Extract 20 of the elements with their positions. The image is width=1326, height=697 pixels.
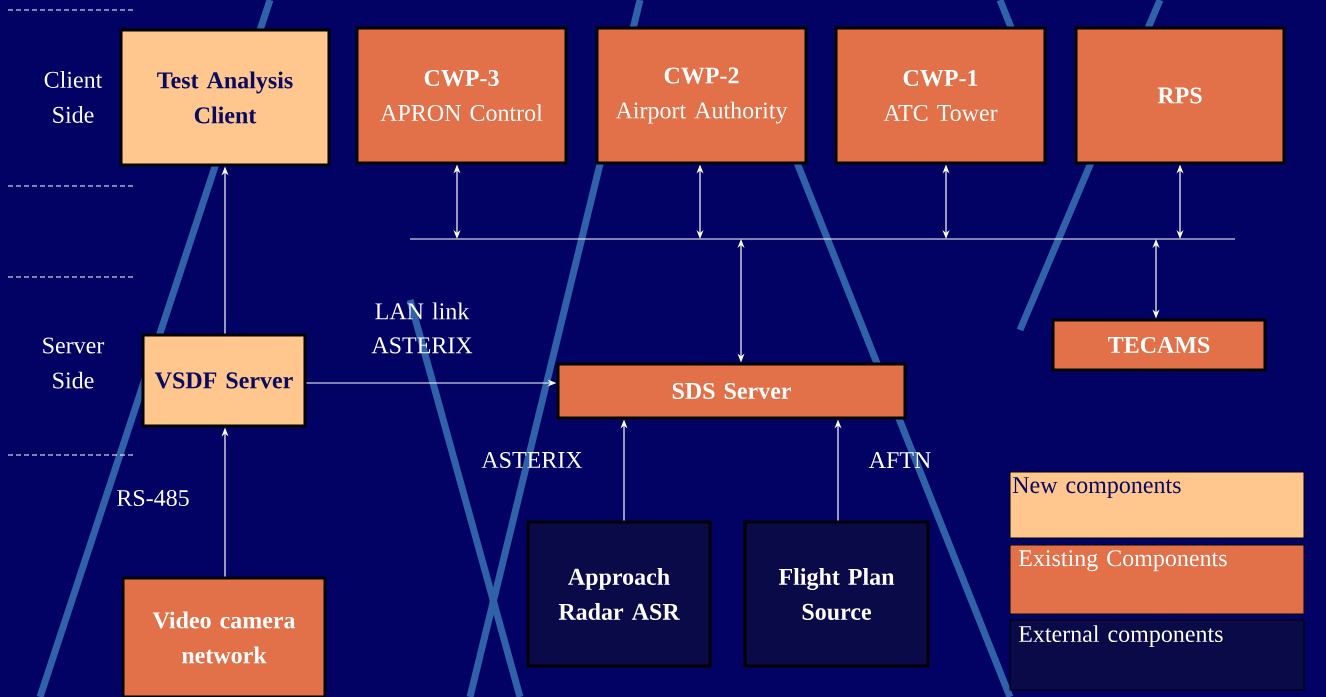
component-box: Test Analysis Client [119, 28, 331, 167]
component-box: RPS [1074, 26, 1286, 165]
legend-label: Existing Components [1018, 550, 1227, 572]
component-box: SDS Server [556, 362, 907, 420]
component-box: VSDF Server [141, 333, 307, 428]
edge-label: RS-485 [117, 489, 189, 507]
edge-label: ASTERIX [481, 451, 583, 469]
legend-label: New components [1012, 477, 1181, 499]
component-box: Flight Plan Source [743, 520, 930, 668]
component-box: CWP-3 APRON Control [355, 26, 568, 165]
component-box: CWP-1 ATC Tower [834, 26, 1047, 165]
bus-line [409, 238, 1236, 240]
edge-label: LAN link ASTERIX [371, 302, 473, 354]
component-box: CWP-2 Airport Authority [595, 26, 808, 165]
component-box: Video camera network [121, 576, 327, 697]
component-box: Approach Radar ASR [526, 520, 712, 668]
legend-label: External components [1018, 625, 1223, 647]
component-box: TECAMS [1051, 318, 1267, 372]
section-label: Server Side [43, 337, 105, 389]
edge-label: AFTN [868, 452, 931, 468]
